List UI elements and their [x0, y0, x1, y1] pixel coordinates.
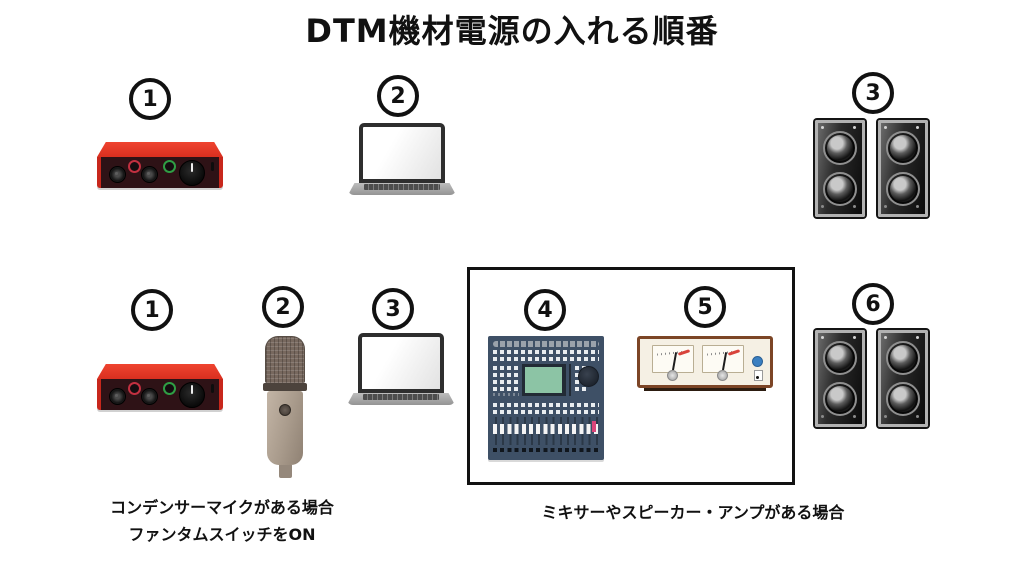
- laptop-keyboard: [363, 394, 439, 400]
- laptop-icon: [347, 333, 455, 405]
- gain-knob-red-icon: [128, 382, 141, 395]
- speaker-icon: [815, 120, 865, 217]
- speaker-driver-icon: [823, 340, 857, 375]
- speaker-icon: [878, 330, 928, 427]
- mixer-button-row: [493, 403, 599, 407]
- amp-knob-icon: [717, 370, 728, 381]
- interface-top-panel: [97, 142, 223, 157]
- speaker-driver-icon: [886, 130, 920, 165]
- step-number: 5: [697, 294, 713, 320]
- step-number: 6: [865, 291, 881, 317]
- mic-switch-icon: [279, 404, 291, 416]
- speaker-driver-icon: [823, 130, 857, 165]
- vu-meter-icon: [702, 345, 744, 373]
- laptop-keyboard: [364, 184, 440, 190]
- step-badge-bottom-3: 3: [372, 288, 414, 330]
- step-badge-bottom-6: 6: [852, 283, 894, 325]
- speaker-driver-icon: [886, 382, 920, 417]
- step-badge-bottom-2: 2: [262, 286, 304, 328]
- caption-line-1: コンデンサーマイクがある場合: [110, 498, 334, 517]
- mixer-button-row: [493, 357, 599, 361]
- screw-icon: [884, 336, 887, 339]
- master-fader-icon: [592, 421, 596, 432]
- caption-line-2: ファンタムスイッチをON: [128, 525, 316, 545]
- mixer-dot-row: [493, 393, 519, 396]
- interface-front-panel: [97, 157, 223, 188]
- audio-interface-icon: [97, 364, 223, 412]
- step-badge-top-2: 2: [377, 75, 419, 117]
- step-number: 4: [537, 297, 553, 323]
- mixer-button-grid: [493, 365, 519, 391]
- step-number: 2: [390, 83, 406, 109]
- speaker-pair-icon: [815, 330, 928, 427]
- vu-needle: [722, 352, 728, 371]
- mixer-button-row: [493, 410, 599, 414]
- mixer-label-strip: [493, 448, 599, 452]
- screw-icon: [821, 336, 824, 339]
- step-badge-top-1: 1: [129, 78, 171, 120]
- laptop-base: [348, 183, 456, 195]
- power-button-icon: [211, 384, 214, 393]
- mixer-button-row: [493, 350, 599, 354]
- condenser-mic-caption: コンデンサーマイクがある場合 ファンタムスイッチをON: [57, 494, 387, 548]
- screw-icon: [884, 126, 887, 129]
- mixer-fader-bank: [493, 417, 599, 445]
- speaker-icon: [878, 120, 928, 217]
- amp-switch-icon: [754, 370, 763, 381]
- speaker-pair-icon: [815, 120, 928, 217]
- interface-top-panel: [97, 364, 223, 379]
- speaker-driver-icon: [886, 340, 920, 375]
- gain-knob-green-icon: [163, 160, 176, 173]
- vu-meter-icon: [652, 345, 694, 373]
- monitor-knob-icon: [179, 160, 205, 186]
- step-badge-bottom-1: 1: [131, 289, 173, 331]
- vu-needle: [672, 352, 678, 371]
- page-title: DTM機材電源の入れる順番: [305, 12, 719, 50]
- xlr-input-icon: [109, 166, 126, 183]
- mic-grille: [265, 336, 305, 383]
- screw-icon: [821, 126, 824, 129]
- speaker-icon: [815, 330, 865, 427]
- step-badge-bottom-5: 5: [684, 286, 726, 328]
- mixer-center-section: [493, 364, 599, 400]
- amplifier-icon: [637, 336, 773, 391]
- caption-line-1: ミキサーやスピーカー・アンプがある場合: [541, 503, 845, 522]
- speaker-driver-icon: [886, 172, 920, 207]
- amp-knob-icon: [667, 370, 678, 381]
- mixer-amp-caption: ミキサーやスピーカー・アンプがある場合: [520, 499, 866, 526]
- xlr-input-icon: [109, 388, 126, 405]
- laptop-screen: [358, 333, 444, 393]
- mixer-amp-group-outline: [467, 267, 795, 485]
- step-badge-top-3: 3: [852, 72, 894, 114]
- step-number: 3: [385, 296, 401, 322]
- step-number: 3: [865, 80, 881, 106]
- mic-connector: [278, 465, 292, 478]
- interface-front-panel: [97, 379, 223, 410]
- monitor-knob-icon: [179, 382, 205, 408]
- power-button-icon: [211, 162, 214, 171]
- speaker-driver-icon: [823, 382, 857, 417]
- laptop-screen: [359, 123, 445, 183]
- step-number: 1: [142, 86, 158, 112]
- gain-knob-red-icon: [128, 160, 141, 173]
- xlr-input-icon: [141, 388, 158, 405]
- xlr-input-icon: [141, 166, 158, 183]
- laptop-base: [347, 393, 455, 405]
- audio-interface-icon: [97, 142, 223, 190]
- step-number: 1: [144, 297, 160, 323]
- mic-body: [267, 391, 303, 465]
- mic-ring: [263, 383, 307, 391]
- mixer-icon: [488, 336, 604, 460]
- laptop-icon: [348, 123, 456, 195]
- speaker-driver-icon: [823, 172, 857, 207]
- step-number: 2: [275, 294, 291, 320]
- gain-knob-green-icon: [163, 382, 176, 395]
- step-badge-bottom-4: 4: [524, 289, 566, 331]
- mixer-knob-row: [493, 341, 599, 347]
- mixer-screen: [522, 364, 571, 396]
- amp-power-button-icon: [752, 356, 763, 367]
- condenser-mic-icon: [263, 336, 307, 478]
- mixer-jog-knob-icon: [578, 366, 599, 387]
